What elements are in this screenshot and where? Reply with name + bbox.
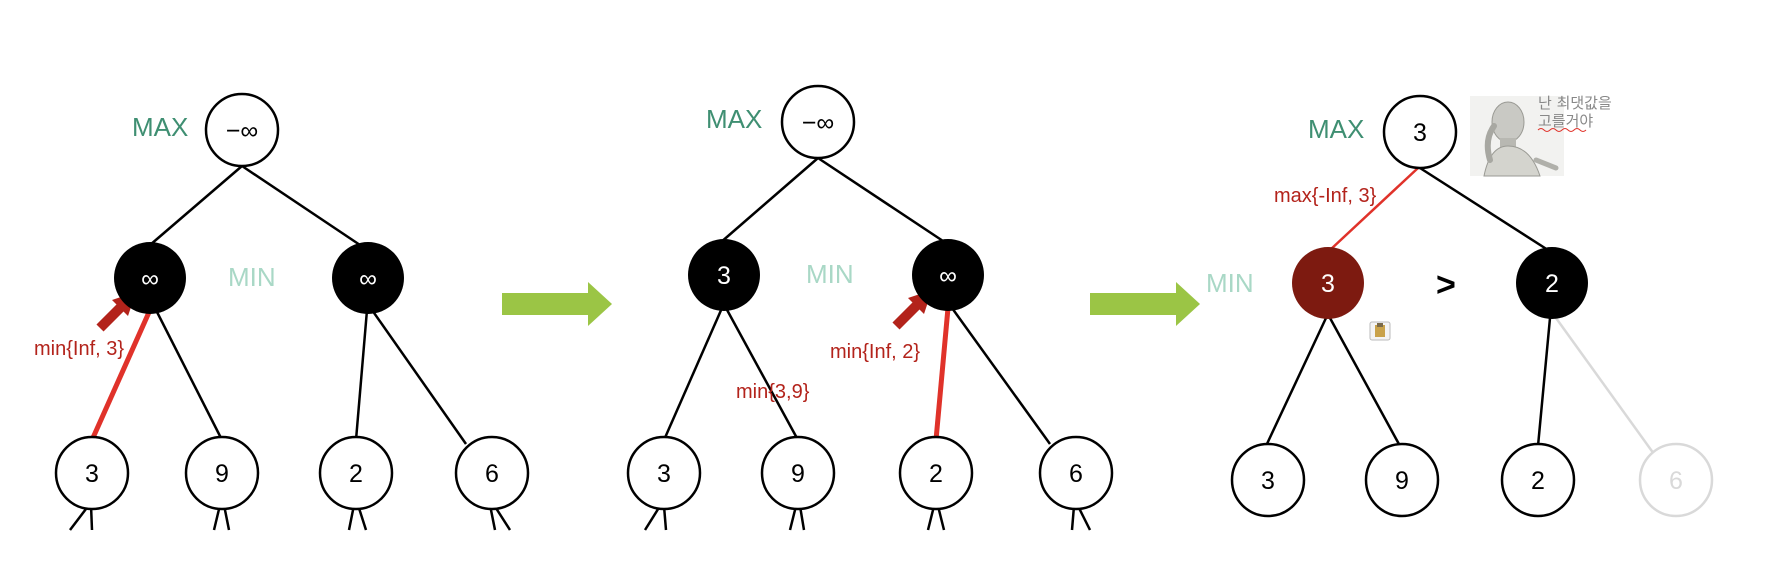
highlight-edge bbox=[89, 308, 153, 442]
node-value: 9 bbox=[791, 460, 805, 488]
leaf-node: 3 bbox=[1230, 442, 1306, 518]
caption-line-2: 고를거야 bbox=[1538, 112, 1593, 130]
leaf-node: 6 bbox=[1038, 435, 1114, 511]
edge-min-right-leaf-2 bbox=[354, 309, 369, 441]
max-annotation: max{-Inf, 3} bbox=[1274, 185, 1377, 207]
panel-1-edges bbox=[69, 164, 512, 531]
max-root-node: 3 bbox=[1382, 94, 1458, 170]
panel-2: −∞ MAX 3 ∞ MIN 3 9 2 6 min{3,9} min{Inf, bbox=[626, 84, 1114, 531]
max-level-label: MAX bbox=[1308, 114, 1364, 144]
caption-line-1: 난 최댓값을 bbox=[1538, 94, 1612, 112]
edge-root-right bbox=[1419, 166, 1549, 252]
min-annotation-left: min{3,9} bbox=[736, 381, 810, 403]
right-arrow-icon bbox=[502, 282, 612, 326]
min-annotation: min{Inf, 3} bbox=[34, 338, 124, 360]
node-value: 6 bbox=[1069, 460, 1083, 488]
edge-min-left-leaf-3 bbox=[662, 307, 724, 441]
node-value: ∞ bbox=[359, 265, 377, 293]
edge-min-right-leaf-2 bbox=[1536, 317, 1552, 447]
min-annotation-right: min{Inf, 2} bbox=[830, 341, 920, 363]
leaf-node: 2 bbox=[898, 435, 974, 511]
highlight-edge bbox=[933, 307, 951, 441]
highlight-edge bbox=[1329, 167, 1419, 251]
edge-min-left-leaf-9 bbox=[724, 307, 800, 441]
min-node-left: 3 bbox=[688, 239, 760, 311]
right-arrow-icon bbox=[1090, 282, 1200, 326]
node-value: ∞ bbox=[939, 262, 957, 290]
node-value: 3 bbox=[1321, 270, 1335, 298]
min-node-right: 2 bbox=[1516, 247, 1588, 319]
pruned-edge bbox=[1554, 317, 1656, 455]
max-level-label: MAX bbox=[132, 112, 188, 142]
edge-root-right bbox=[817, 156, 947, 245]
robot-avatar bbox=[1470, 96, 1564, 177]
edge-min-right-leaf-6 bbox=[370, 309, 468, 445]
node-value: −∞ bbox=[802, 109, 834, 137]
node-value: 3 bbox=[1261, 467, 1275, 495]
max-root-node: −∞ bbox=[204, 92, 280, 168]
pruned-leaf-node: 6 bbox=[1638, 442, 1714, 518]
greater-than-symbol: > bbox=[1436, 266, 1456, 304]
node-value: 3 bbox=[657, 460, 671, 488]
leaf-stub bbox=[643, 505, 662, 531]
min-node-right: ∞ bbox=[912, 239, 984, 311]
node-value: 2 bbox=[1545, 270, 1559, 298]
edge-min-left-leaf-9 bbox=[1328, 317, 1402, 447]
clipboard-icon[interactable] bbox=[1369, 321, 1391, 341]
panel-3-edges bbox=[1264, 166, 1552, 447]
edge-root-left bbox=[149, 165, 243, 246]
node-value: 3 bbox=[1413, 119, 1427, 147]
node-value: 6 bbox=[485, 460, 499, 488]
edge-min-left-leaf-3 bbox=[1264, 317, 1328, 447]
leaf-node: 3 bbox=[626, 435, 702, 511]
max-level-label: MAX bbox=[706, 104, 762, 134]
node-value: 2 bbox=[929, 460, 943, 488]
leaf-node: 9 bbox=[184, 435, 260, 511]
node-value: 6 bbox=[1669, 467, 1683, 495]
leaf-node: 9 bbox=[760, 435, 836, 511]
leaf-node: 3 bbox=[54, 435, 130, 511]
node-value: 3 bbox=[85, 460, 99, 488]
max-root-node: −∞ bbox=[780, 84, 856, 160]
min-level-label: MIN bbox=[228, 262, 276, 292]
min-level-label: MIN bbox=[806, 259, 854, 289]
panel-1: −∞ MAX ∞ ∞ MIN 3 9 2 6 min{Inf, 3} bbox=[34, 92, 530, 531]
min-level-label: MIN bbox=[1206, 268, 1254, 298]
edge-root-right bbox=[241, 164, 361, 247]
node-value: ∞ bbox=[141, 265, 159, 293]
leaf-node: 2 bbox=[1500, 442, 1576, 518]
min-node-right: ∞ bbox=[332, 242, 404, 314]
min-node-left-selected: 3 bbox=[1292, 247, 1364, 319]
node-value: 2 bbox=[349, 460, 363, 488]
node-value: 3 bbox=[717, 262, 731, 290]
spellcheck-underline bbox=[1537, 128, 1587, 132]
min-node-left: ∞ bbox=[114, 242, 186, 314]
leaf-node: 2 bbox=[318, 435, 394, 511]
edge-min-left-leaf-9 bbox=[154, 309, 224, 441]
node-value: −∞ bbox=[226, 117, 258, 145]
panel-3: 3 MAX max{-Inf, 3} 3 2 MIN > 3 9 2 6 bbox=[1206, 94, 1714, 518]
edge-min-right-leaf-6 bbox=[950, 307, 1052, 445]
node-value: 2 bbox=[1531, 467, 1545, 495]
edge-root-left bbox=[719, 157, 819, 244]
leaf-node: 6 bbox=[454, 435, 530, 511]
node-value: 9 bbox=[215, 460, 229, 488]
node-value: 9 bbox=[1395, 467, 1409, 495]
leaf-node: 9 bbox=[1364, 442, 1440, 518]
